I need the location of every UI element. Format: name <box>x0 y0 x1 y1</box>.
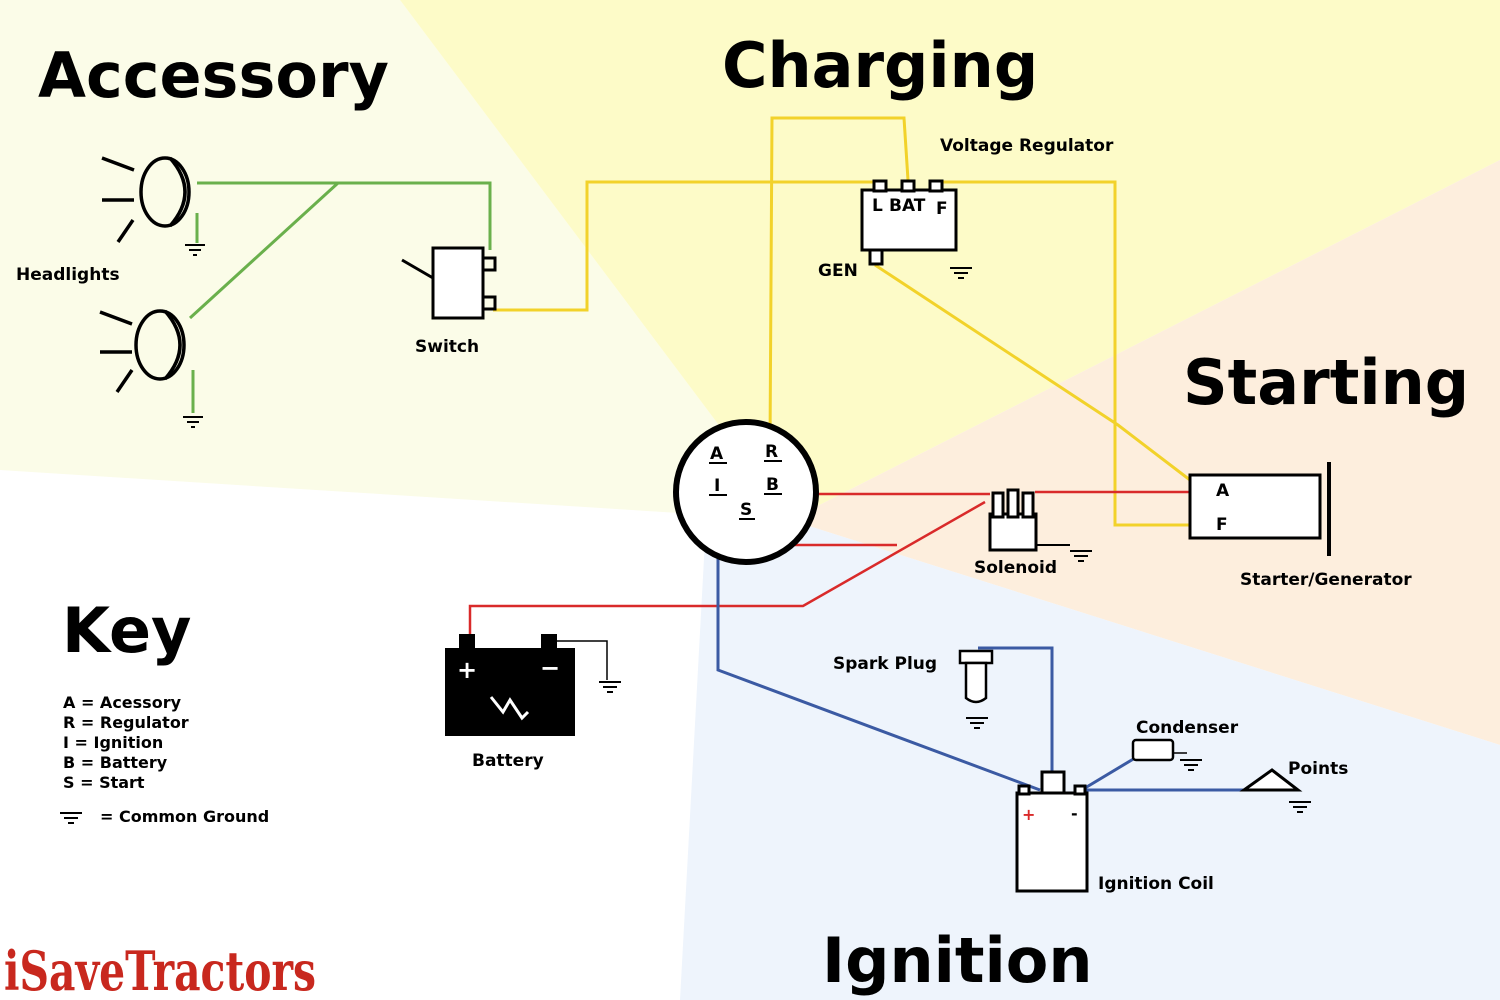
solenoid-label: Solenoid <box>974 558 1057 578</box>
battery-plus-label: + <box>457 656 477 684</box>
key-line-i: I = Ignition <box>63 733 163 752</box>
section-title-key: Key <box>62 594 191 667</box>
headlight-bottom <box>99 309 186 393</box>
ground-icon <box>1070 550 1092 562</box>
starter-generator-label: Starter/Generator <box>1240 570 1412 590</box>
spark-plug-label: Spark Plug <box>833 654 937 674</box>
starter-terminal-a: A <box>1216 481 1230 501</box>
accessory-switch <box>401 246 497 320</box>
switch-terminal-r: R <box>765 442 778 462</box>
gen-label: GEN <box>818 261 858 281</box>
switch-terminal-a: A <box>710 444 724 464</box>
regulator-terminal-l: L <box>872 196 883 216</box>
starter-generator <box>1188 462 1331 556</box>
ground-icon <box>1289 801 1311 813</box>
condenser <box>1131 738 1187 762</box>
starter-terminal-f: F <box>1216 515 1228 535</box>
regulator-terminal-f: F <box>936 199 948 219</box>
ground-icon <box>966 717 988 729</box>
charging-wires <box>493 116 1191 527</box>
points <box>1239 768 1303 792</box>
ground-icon <box>950 267 972 279</box>
accessory-wires <box>188 181 492 413</box>
points-label: Points <box>1288 759 1348 779</box>
regulator-terminal-bat: BAT <box>889 196 926 216</box>
spark-plug <box>958 649 994 704</box>
key-legend: A = Acessory R = Regulator I = Ignition … <box>60 693 269 826</box>
ignition-coil <box>1015 770 1089 893</box>
solenoid <box>988 488 1070 552</box>
headlights-label: Headlights <box>16 265 120 285</box>
battery-minus-label: − <box>540 654 560 682</box>
section-title-ignition: Ignition <box>822 924 1092 997</box>
key-line-a: A = Acessory <box>63 693 182 712</box>
brand-logo: iSaveTractors <box>4 939 316 1000</box>
key-line-r: R = Regulator <box>63 713 189 732</box>
battery-label: Battery <box>472 751 544 771</box>
ignition-region <box>680 520 1500 1000</box>
accessory-region <box>0 0 790 520</box>
coil-plus-label: + <box>1022 805 1035 824</box>
key-line-b: B = Battery <box>63 753 168 772</box>
switch-terminal-s: S <box>740 500 752 520</box>
coil-minus-label: - <box>1071 804 1078 823</box>
voltage-regulator-label: Voltage Regulator <box>940 136 1114 156</box>
key-ground-label: = Common Ground <box>100 807 269 826</box>
ground-icon <box>185 244 205 256</box>
ground-icon <box>599 681 621 693</box>
key-line-s: S = Start <box>63 773 145 792</box>
section-title-accessory: Accessory <box>38 39 389 112</box>
switch-terminal-b: B <box>766 475 779 495</box>
ground-icon <box>60 812 82 824</box>
switch-terminal-i: I <box>714 476 720 496</box>
voltage-regulator <box>860 179 958 266</box>
section-title-charging: Charging <box>722 29 1038 102</box>
section-title-starting: Starting <box>1183 346 1469 419</box>
switch-label: Switch <box>415 337 479 357</box>
ground-icon <box>183 416 203 428</box>
ignition-coil-label: Ignition Coil <box>1098 874 1214 894</box>
condenser-label: Condenser <box>1136 718 1239 738</box>
ignition-switch <box>673 419 819 565</box>
battery <box>445 634 608 736</box>
headlight-top <box>101 156 191 243</box>
ground-icon <box>1180 759 1202 771</box>
starting-region <box>790 160 1500 745</box>
charging-region <box>400 0 1500 520</box>
